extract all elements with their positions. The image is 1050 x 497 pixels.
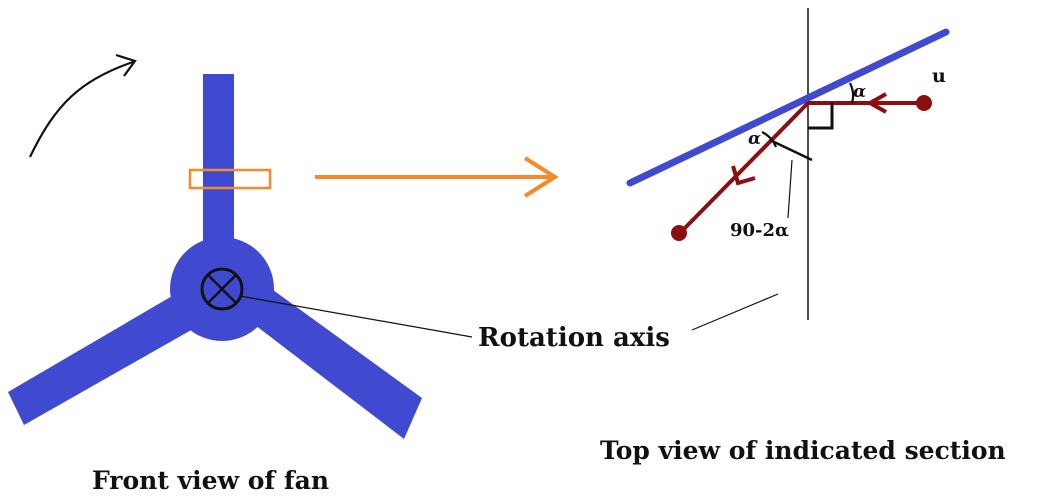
label-alpha-left: α xyxy=(748,129,761,149)
rotation-direction-arrow xyxy=(29,60,134,158)
angle-90-2a-tick xyxy=(769,138,813,162)
fan-blade-right xyxy=(238,282,422,439)
rotation-axis-label: Rotation axis xyxy=(478,323,670,353)
right-angle-mark xyxy=(808,103,834,130)
incoming-ray-arrowhead xyxy=(865,92,887,114)
top-view-caption: Top view of indicated section xyxy=(600,436,1006,465)
reflected-point xyxy=(671,225,687,241)
alpha-arc-top xyxy=(849,82,855,104)
fan-blade-left xyxy=(8,278,230,425)
rotation-axis-leader-left xyxy=(239,295,473,338)
blade-cross-section xyxy=(626,28,950,187)
alpha-arc-left xyxy=(761,131,778,148)
reflected-ray xyxy=(678,101,810,235)
label-angle-expr: 90-2α xyxy=(730,220,789,241)
reflected-ray-arrowhead xyxy=(731,165,756,186)
indicated-section-box xyxy=(188,168,272,190)
rotation-axis-leader-right xyxy=(691,293,779,331)
label-alpha-top: α xyxy=(853,82,866,102)
fan-front-view xyxy=(8,53,422,439)
orange-transition-arrow xyxy=(315,156,559,198)
top-view-section: u α α 90-2α xyxy=(626,8,950,320)
rotation-axis-icon xyxy=(200,267,244,311)
label-u: u xyxy=(932,65,946,87)
source-point xyxy=(916,95,932,111)
front-view-caption: Front view of fan xyxy=(92,466,329,495)
rotation-direction-arrowhead xyxy=(115,53,137,77)
angle-90-2a-leader xyxy=(787,159,793,219)
